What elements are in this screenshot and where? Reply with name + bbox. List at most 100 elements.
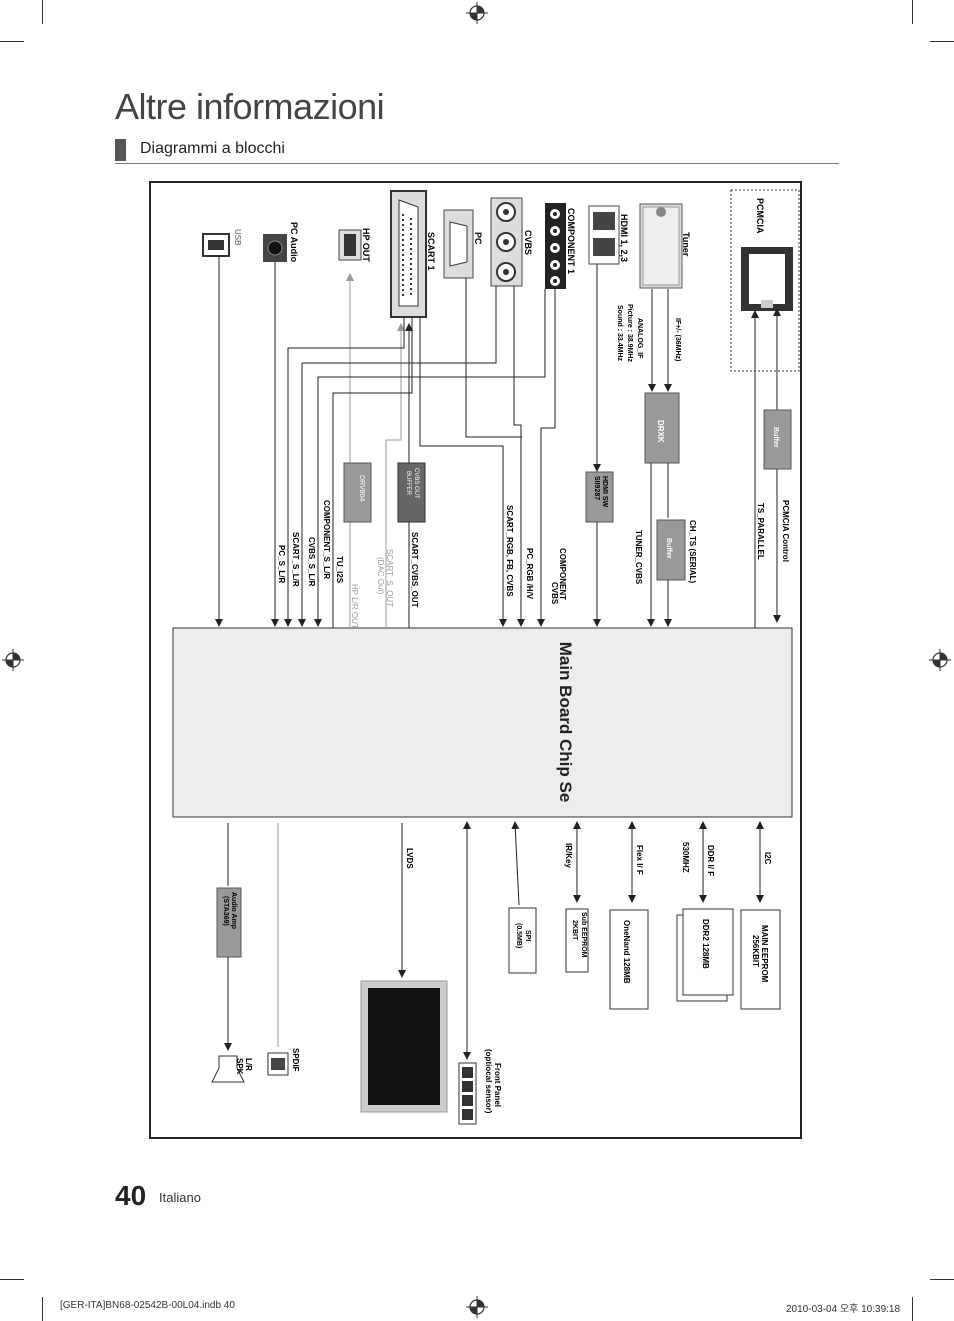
hdmi-switch-label: HDMI SW	[601, 476, 608, 508]
pcmcia-label: PCMCIA	[755, 198, 765, 234]
hp-lr-out-signal: HP L/R OUT	[350, 584, 359, 629]
lvds-signal: LVDS	[405, 848, 414, 869]
buffer2-label: Buffer	[665, 538, 672, 559]
drv-block	[343, 462, 372, 523]
scart-audio-line	[332, 318, 413, 628]
i2c-signal: I2C	[763, 852, 772, 865]
scart-rgb-signal: SCART_RGB, FB, CVBS	[505, 505, 514, 597]
pc-rgb-signal: PC_RGB /H/V	[525, 548, 534, 600]
pcmcia-group	[730, 189, 800, 372]
component-label: COMPONENT 1	[566, 208, 576, 274]
cvbs-video-line	[513, 286, 525, 627]
front-panel-sensor: (optiocal sensor)	[484, 1049, 493, 1114]
tuner-cvbs-signal: TUNER_CVBS	[634, 530, 643, 585]
audio-amp-chip: (STA369)	[222, 896, 229, 926]
picture-freq: Picture : 38.9MHz	[626, 304, 633, 362]
pcmcia-control-signal: PCMCIA Control	[781, 500, 790, 562]
hdmi-switch-chip: SII9287	[593, 476, 600, 500]
scart-s-line	[284, 318, 405, 627]
main-eeprom-block	[740, 909, 781, 1010]
main-chip-label: Main Board Chip Se	[556, 642, 575, 803]
footer-timestamp: 2010-03-04 오후 10:39:18	[786, 1304, 901, 1315]
spi-label: SPI	[524, 930, 531, 941]
spi-block	[508, 907, 537, 974]
audio-amp-block	[216, 887, 242, 958]
main-eeprom-label: MAIN EEPROM	[760, 925, 769, 983]
onenand-block	[609, 909, 649, 1010]
component-video-line	[537, 289, 556, 627]
cvbs-s-lr-signal: CVBS_S_L/R	[307, 537, 316, 587]
ddr2-label: DDR2 128MB	[701, 919, 710, 969]
registration-mark-icon	[2, 649, 24, 671]
buffer2-block	[656, 519, 686, 581]
cvbs-out-buffer-block	[397, 462, 426, 523]
sound-freq: Sound : 33.4MHz	[616, 305, 623, 362]
section-title: Diagrammi a blocchi	[140, 140, 285, 157]
crop-mark	[0, 41, 24, 42]
page-number: 40	[115, 1180, 147, 1211]
crop-mark	[912, 1297, 913, 1321]
component-signal: COMPONENT	[558, 548, 567, 600]
registration-mark-icon	[466, 2, 488, 24]
page-language: Italiano	[159, 1190, 201, 1205]
scart-s-lr-signal: SCART_S_L/R	[291, 532, 300, 587]
buffer-block	[763, 409, 792, 470]
buffer-label: Buffer	[772, 427, 779, 448]
cvbs-label: CVBS	[523, 230, 533, 255]
scart-label: SCART 1	[426, 232, 436, 271]
crop-mark	[42, 0, 43, 24]
tu-i2s-signal: TU_I2S	[335, 556, 344, 584]
front-panel-label: Front Panel	[493, 1063, 502, 1107]
component-audio-line	[314, 289, 546, 627]
hdmi-switch-block	[585, 471, 614, 523]
drv-label: DRV804	[358, 475, 365, 501]
speaker-icon	[211, 1055, 245, 1083]
footer-filename: [GER-ITA]BN68-02542B-00L04.indb 40	[60, 1300, 235, 1311]
lr-label: L/R	[244, 1058, 253, 1071]
ddr2-block	[682, 908, 734, 996]
diagram-frame	[149, 181, 802, 1139]
cvbs-audio-line	[298, 286, 497, 627]
flex-if-signal: Flex I/ F	[635, 845, 644, 875]
if-signal: IF+/- (36MHz)	[674, 318, 681, 361]
sub-eeprom-size: 2KBIT	[571, 920, 578, 941]
drxk-label: DRXK	[656, 420, 665, 443]
drxk-block	[644, 392, 680, 464]
cvbs-out-label: CVBS OUT	[413, 468, 419, 499]
ts-parallel-signal: TS_PARALLEL	[756, 503, 765, 560]
section-divider	[115, 163, 839, 164]
main-chip-block	[172, 627, 793, 818]
crop-mark	[930, 1279, 954, 1280]
crop-mark	[930, 41, 954, 42]
page-title: Altre informazioni	[115, 86, 385, 127]
scart-rgb-line	[419, 318, 507, 627]
scart-s-out-signal: SCART_S_OUT	[385, 549, 394, 607]
main-eeprom-size: 256KBIT	[751, 935, 760, 967]
spk-label: SPK	[235, 1058, 244, 1075]
ch-ts-signal: CH_TS (SERIAL)	[688, 520, 697, 583]
spi-line	[511, 821, 520, 906]
cvbs-out-buffer-label: BUFFER	[405, 471, 411, 496]
scart-s-out-line	[385, 323, 405, 628]
usb-label: USB	[233, 229, 242, 245]
hp-out-label: HP OUT	[361, 228, 371, 262]
ir-key-signal: IR/Key	[564, 843, 573, 868]
section-marker	[115, 139, 126, 161]
pc-s-lr-signal: PC_S_L/R	[277, 545, 286, 583]
pc-audio-label: PC Audio	[289, 222, 299, 263]
component-cvbs-signal: CVBS	[550, 582, 559, 605]
front-panel-icon	[458, 1062, 477, 1125]
registration-mark-icon	[466, 1296, 488, 1318]
spdif-label: SPDIF	[291, 1048, 300, 1072]
onenand-label: OneNand 128MB	[622, 920, 631, 984]
sub-eeprom-label: Sub EEPROM	[580, 912, 587, 958]
crop-mark	[912, 0, 913, 24]
scart-cvbs-out-signal: SCART_CVBS_OUT	[410, 532, 419, 608]
spi-size: (0.5MB)	[515, 923, 522, 948]
pc-label: PC	[473, 232, 483, 245]
ddr-if-signal: DDR I/ F	[706, 845, 715, 876]
audio-amp-label: Audio Amp	[230, 892, 237, 929]
component-s-lr-signal: COMPONENT_S_L/R	[322, 500, 331, 579]
hdmi-label: HDMI 1, 2,3	[619, 214, 629, 262]
